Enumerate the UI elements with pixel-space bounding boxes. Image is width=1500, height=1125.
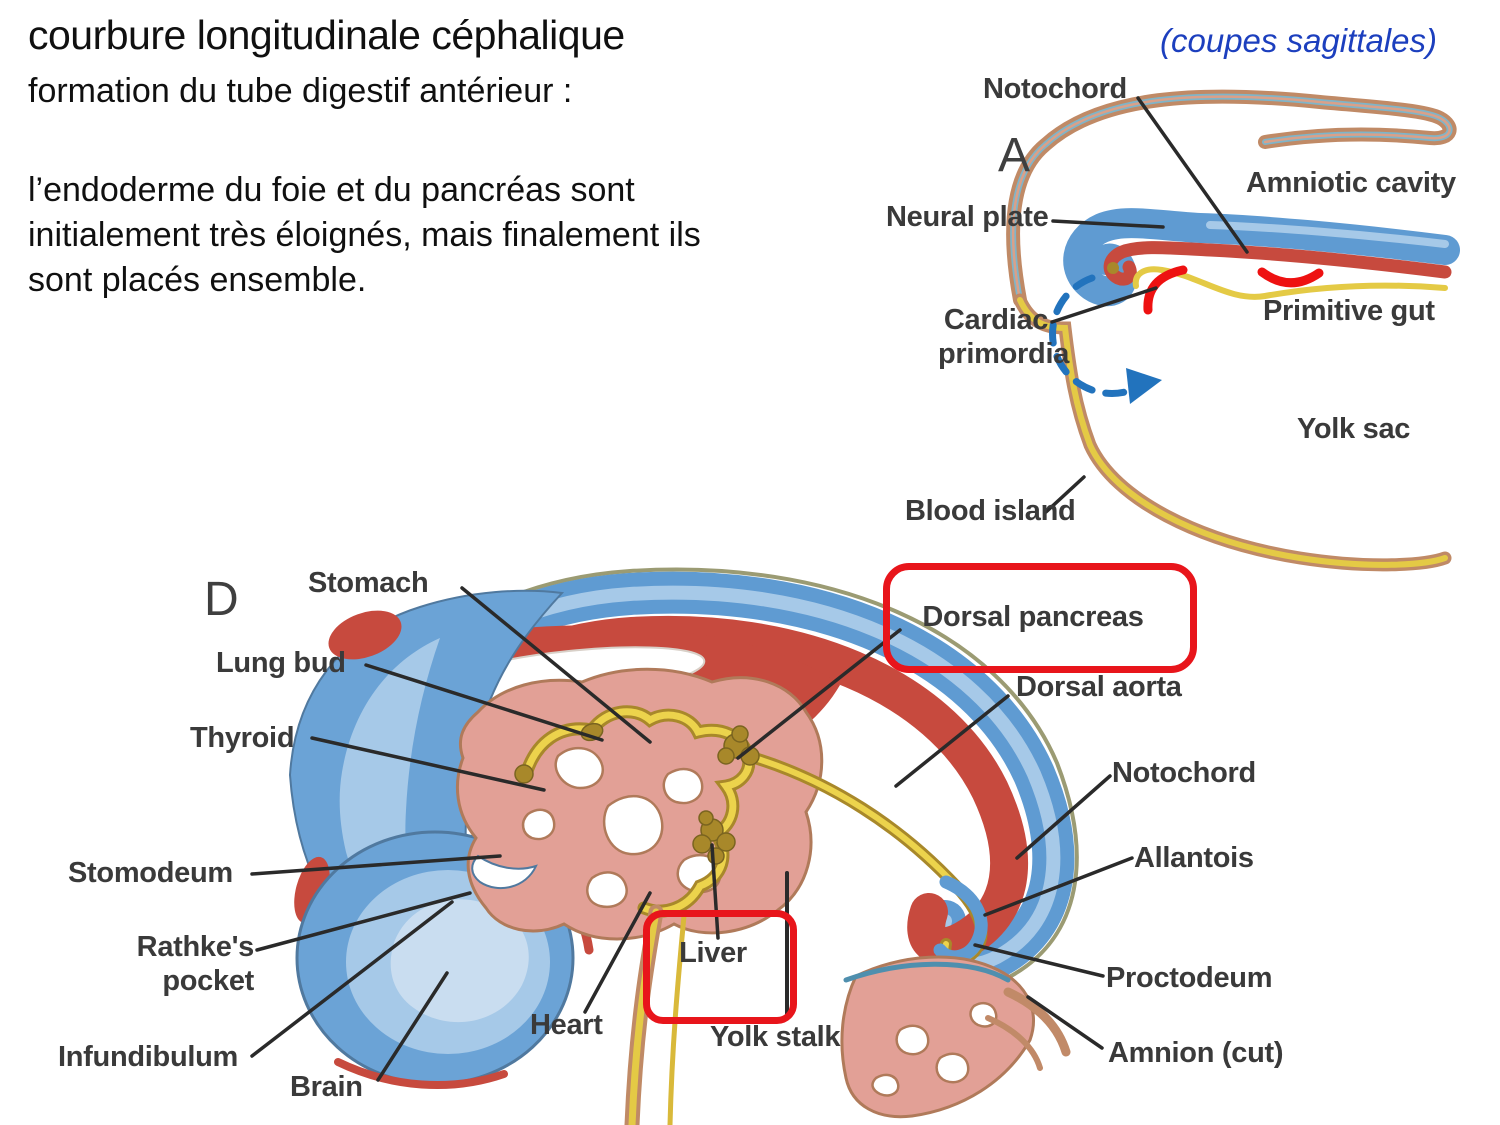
cardiac-primordia-spot xyxy=(1107,262,1119,274)
body-paragraph: l’endoderme du foie et du pancréas sont … xyxy=(28,171,701,299)
tail-region xyxy=(840,875,1071,1119)
amnion-membrane xyxy=(1006,89,1457,307)
label-dorsal-aorta: Dorsal aorta xyxy=(1016,671,1182,703)
diagram-d-artwork xyxy=(250,567,1134,1125)
label-dorsal-pancreas: Dorsal pancreas xyxy=(922,601,1144,633)
panel-letter-a: A xyxy=(998,129,1031,182)
label-proctodeum: Proctodeum xyxy=(1106,962,1273,994)
label-infundibulum: Infundibulum xyxy=(58,1041,239,1073)
label-lung-bud: Lung bud xyxy=(216,647,346,679)
label-stomach: Stomach xyxy=(308,567,429,599)
label-cardiac-primordia: Cardiac primordia xyxy=(938,304,1070,371)
label-stomodeum: Stomodeum xyxy=(68,857,233,889)
label-thyroid: Thyroid xyxy=(190,722,295,754)
stomodeum-notch xyxy=(471,854,538,890)
page-subtitle: formation du tube digestif antérieur : xyxy=(28,72,573,110)
label-brain: Brain xyxy=(290,1071,363,1103)
label-primitive-gut: Primitive gut xyxy=(1263,295,1435,327)
label-blood-island: Blood island xyxy=(905,495,1076,527)
thyroid-bud xyxy=(514,764,534,784)
label-amnion-cut: Amnion (cut) xyxy=(1108,1037,1284,1069)
label-heart: Heart xyxy=(530,1009,603,1041)
label-liver: Liver xyxy=(679,937,747,969)
label-notochord-a: Notochord xyxy=(983,73,1127,105)
amnion-cut-edge xyxy=(1003,987,1071,1057)
diagram-a-artwork xyxy=(1006,89,1460,572)
label-amniotic-cavity: Amniotic cavity xyxy=(1246,167,1456,199)
yolk-stalk-tube xyxy=(624,904,687,1125)
red-highlight-arcs xyxy=(1143,265,1324,315)
folding-arrow xyxy=(1049,274,1162,404)
arrowhead xyxy=(1126,368,1162,404)
panel-letter-d: D xyxy=(204,573,239,626)
liver-bud xyxy=(692,810,736,865)
label-yolk-stalk: Yolk stalk xyxy=(710,1021,841,1053)
label-notochord-d: Notochord xyxy=(1112,757,1256,789)
page-title: courbure longitudinale céphalique xyxy=(28,12,625,58)
liver-highlight-box xyxy=(643,910,797,1024)
label-yolk-sac: Yolk sac xyxy=(1297,413,1411,445)
label-neural-plate: Neural plate xyxy=(886,201,1049,233)
dorsal-pancreas-highlight-box xyxy=(883,563,1197,673)
sagittal-caption: (coupes sagittales) xyxy=(1160,22,1437,59)
leader-lines-d xyxy=(250,586,1134,1082)
leader-lines-a xyxy=(1044,96,1249,514)
label-allantois: Allantois xyxy=(1134,842,1254,874)
body-layers xyxy=(1063,208,1460,307)
yolk-sac-wall xyxy=(1013,293,1452,572)
label-rathkes-pocket: Rathke's pocket xyxy=(136,931,255,998)
organ-buds xyxy=(514,722,760,865)
